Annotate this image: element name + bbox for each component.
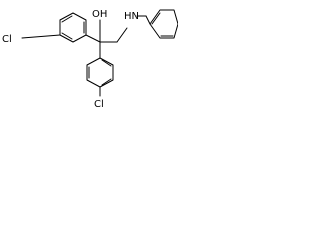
chemical-structure: Cl OH HN Cl (0, 0, 178, 111)
amine-label: HN (124, 11, 139, 22)
chlorophenyl-ring-upper (21, 12, 87, 43)
central-carbon-bonds (85, 19, 128, 59)
hydroxyl-label: OH (92, 9, 107, 20)
chlorine-label-upper: Cl (2, 34, 12, 45)
bond-ch2-n (116, 27, 128, 43)
chlorine-label-lower: Cl (94, 99, 104, 110)
benzyl-ring (136, 9, 178, 39)
molecule-drawing: Cl OH HN Cl (2, 9, 178, 110)
bond-cl-upper (21, 34, 61, 39)
chlorophenyl-ring-lower (86, 57, 114, 97)
